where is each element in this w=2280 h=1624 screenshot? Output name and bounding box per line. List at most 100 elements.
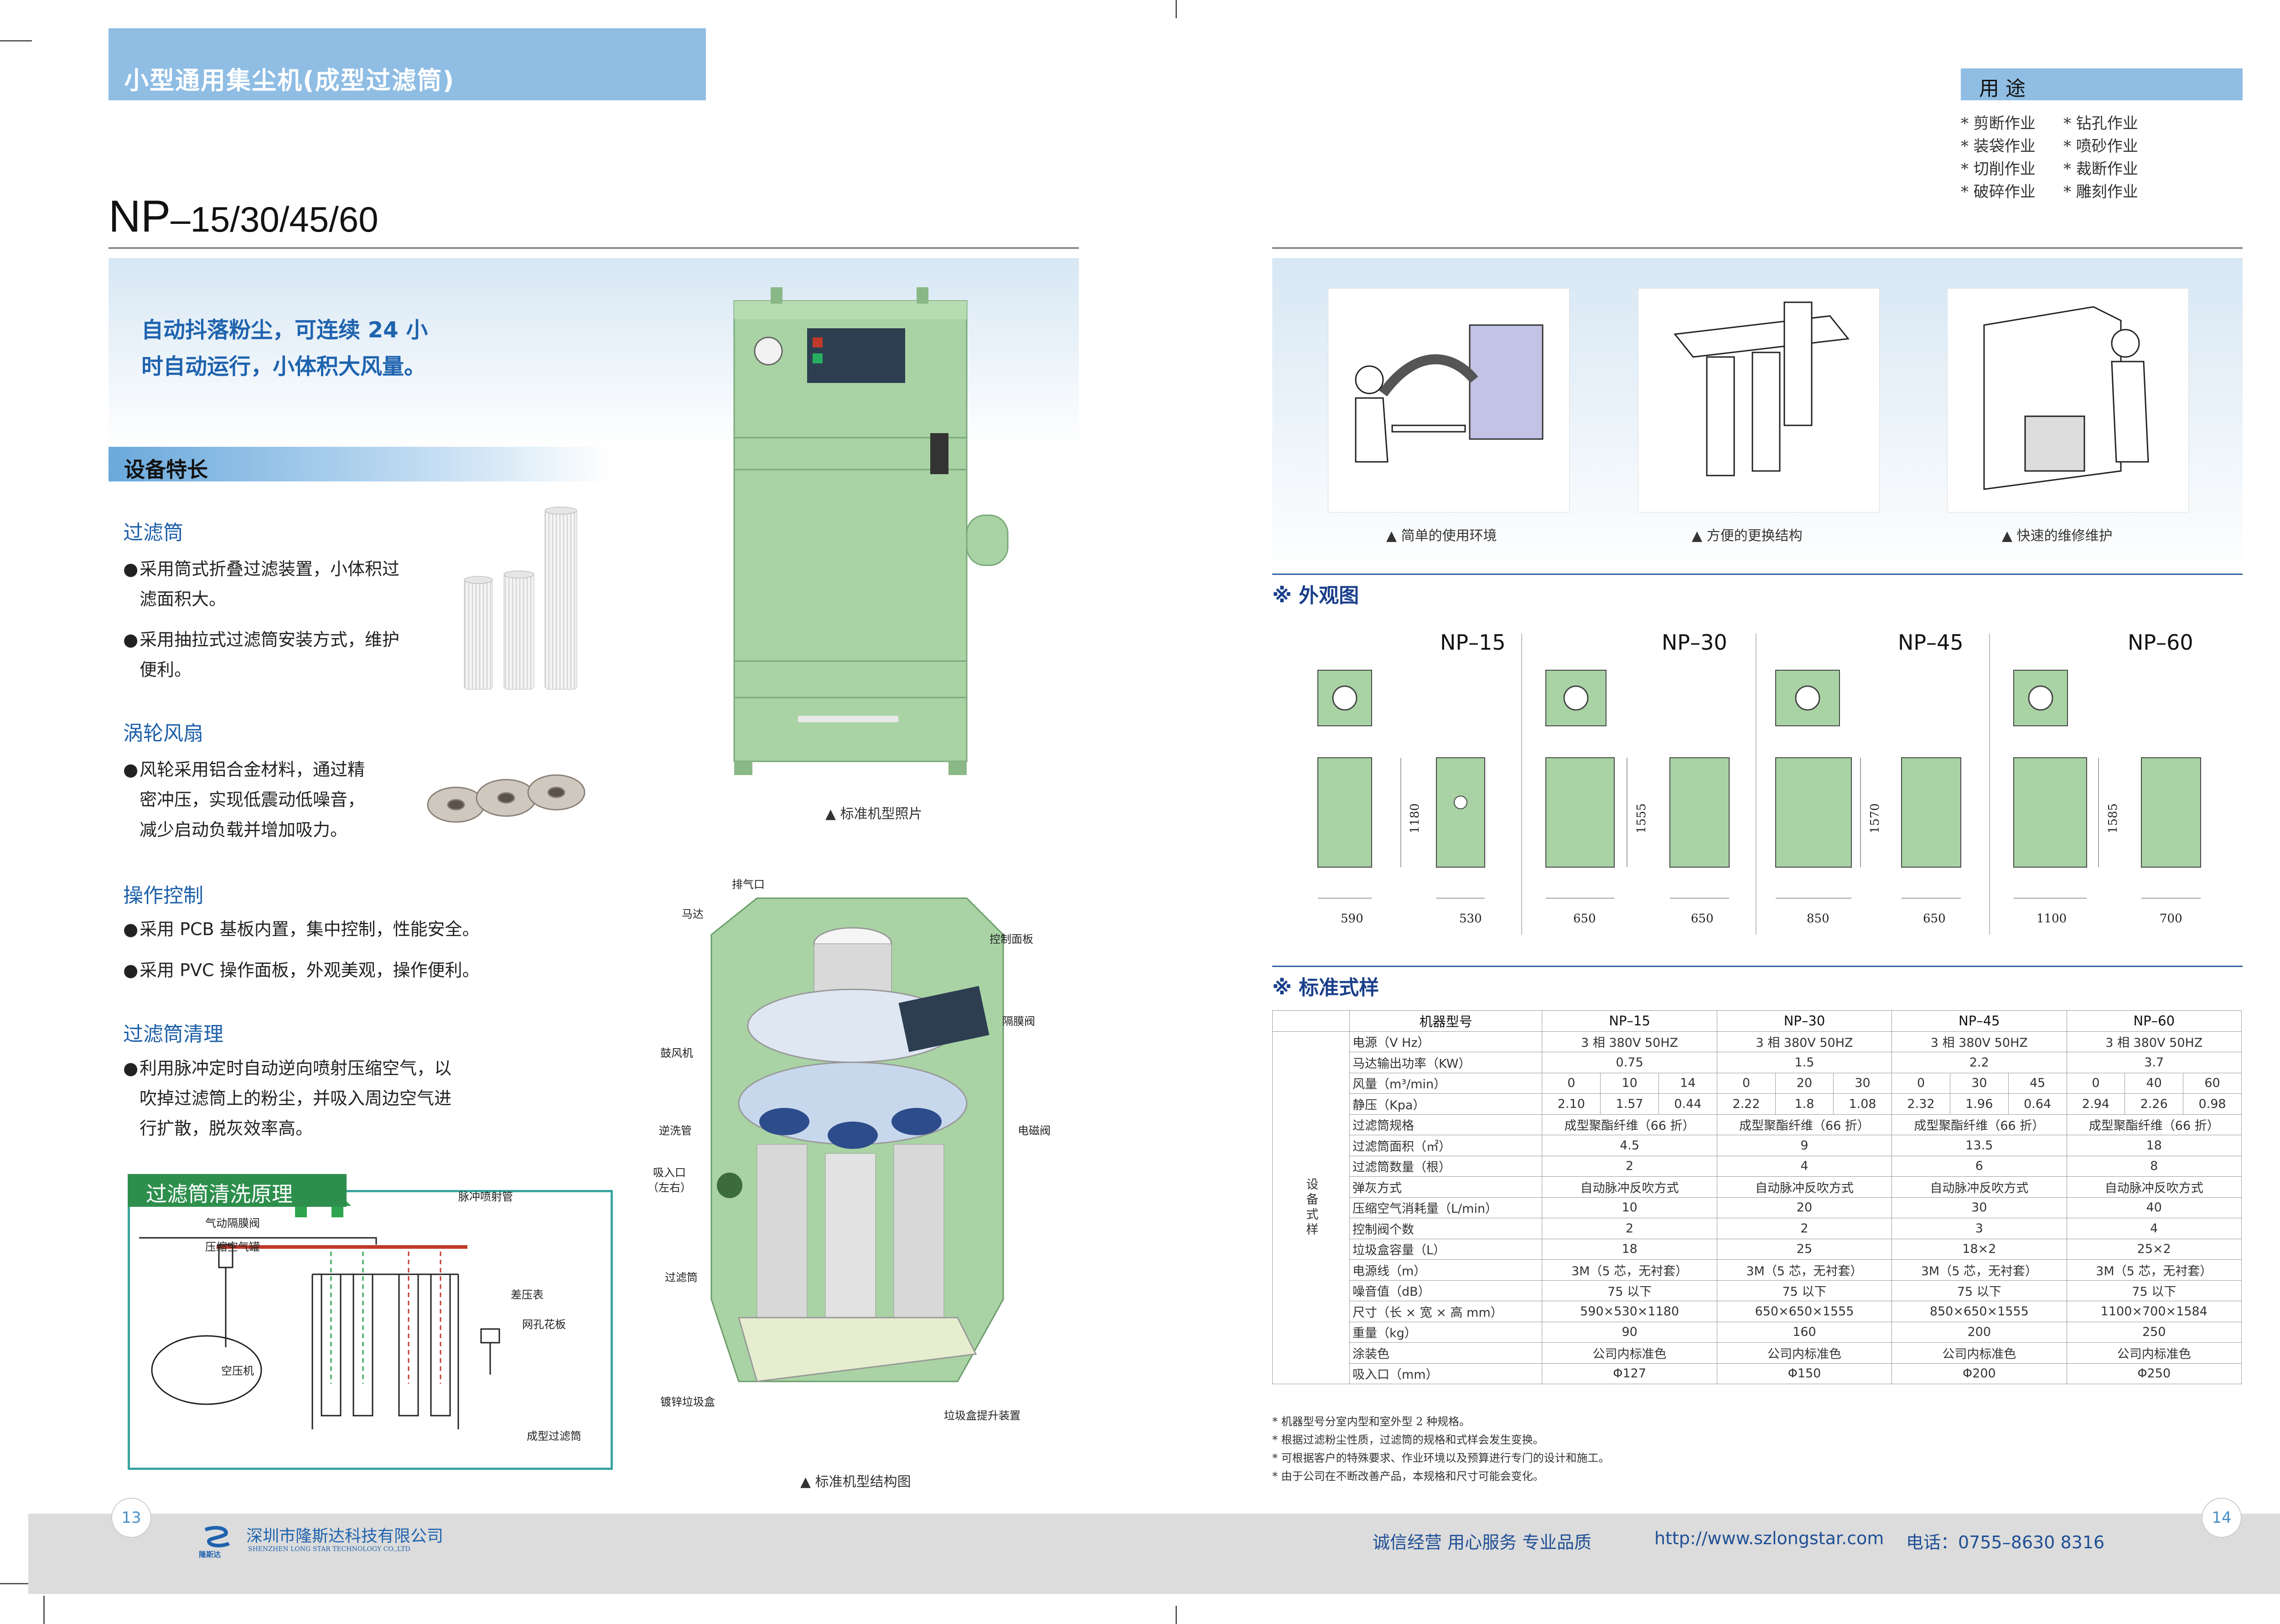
spec-cell: 3 相 380V 50HZ <box>1542 1031 1717 1052</box>
structure-caption: ▲ 标准机型结构图 <box>800 1474 911 1490</box>
label-compressor: 空压机 <box>221 1365 254 1377</box>
spec-row-label: 控制阀个数 <box>1349 1218 1543 1239</box>
model-prefix: NP <box>109 191 171 241</box>
spec-row-label: 噪音值（dB） <box>1349 1280 1543 1301</box>
spec-cell: 2 <box>1542 1155 1717 1177</box>
filter-bullet-2: ● 采用抽拉式过滤筒安装方式，维护便利。 <box>123 625 451 685</box>
spec-cell: 自动脉冲反吹方式 <box>2066 1176 2242 1198</box>
spec-row-label: 静压（Kpa） <box>1349 1093 1543 1115</box>
filter-b1a: 采用筒式折叠过滤装置，小体积过 <box>140 559 400 579</box>
spec-side-label: 设备式样 <box>1272 1031 1350 1384</box>
spec-cell: 90 <box>1542 1321 1717 1343</box>
use-item: * 剪断作业 <box>1961 114 2036 133</box>
spec-row-label: 吸入口（mm） <box>1349 1363 1543 1384</box>
spec-cell: 2.10 <box>1542 1093 1601 1115</box>
crop-mark <box>43 1596 45 1624</box>
maintenance-drawing <box>1983 306 2149 490</box>
spec-title: ※ 标准式样 <box>1272 976 1379 999</box>
slogan-line-1: 自动抖落粉尘，可连续 24 小 <box>141 317 428 343</box>
spec-cell: Φ200 <box>1891 1363 2067 1384</box>
spec-cell: 0 <box>1716 1072 1776 1094</box>
spec-cell: 3 <box>1891 1218 2067 1239</box>
uses-col-2: * 钻孔作业 * 喷砂作业 * 裁断作业 * 雕刻作业 <box>2063 112 2138 203</box>
use-item: * 雕刻作业 <box>2063 183 2138 201</box>
model-title: NP–15/30/45/60 <box>109 191 378 242</box>
label-diaphragm: 隔膜阀 <box>1002 1015 1035 1028</box>
spec-row-label: 过滤筒规格 <box>1349 1114 1543 1135</box>
label-panel: 控制面板 <box>990 933 1033 946</box>
structure-diagram <box>710 897 1004 1382</box>
use-item: * 破碎作业 <box>1961 183 2036 201</box>
control-bullet-2: ●采用 PVC 操作面板，外观美观，操作便利。 <box>123 955 579 985</box>
spec-cell: Φ150 <box>1716 1363 1892 1384</box>
spec-cell: 160 <box>1716 1321 1892 1343</box>
spec-row: 弹灰方式自动脉冲反吹方式自动脉冲反吹方式自动脉冲反吹方式自动脉冲反吹方式 <box>1273 1176 2242 1198</box>
clean-b1a: 利用脉冲定时自动逆向喷射压缩空气，以 <box>140 1058 452 1078</box>
spec-cell: 成型聚酯纤维（66 折） <box>1891 1114 2067 1135</box>
filter-heading: 过滤筒 <box>123 521 183 544</box>
spec-cell: 3M（5 芯，无衬套） <box>1891 1259 2067 1281</box>
features-header: 设备特长 <box>109 447 610 482</box>
logo-text: 隆斯达 <box>199 1550 221 1559</box>
footer-band <box>28 1514 2280 1594</box>
spec-header-label: 机器型号 <box>1349 1010 1543 1032</box>
width-dim: 650 <box>1573 912 1596 926</box>
photo-caption-1: ▲ 简单的使用环境 <box>1386 528 1497 544</box>
spec-cell: 40 <box>2066 1197 2242 1218</box>
spec-row-label: 马达输出功率（KW） <box>1349 1052 1543 1073</box>
label-pulse-pipe: 脉冲喷射管 <box>458 1190 513 1203</box>
width-dim: 590 <box>1341 912 1363 926</box>
use-item: * 裁断作业 <box>2063 160 2138 178</box>
spec-cell: 75 以下 <box>2066 1280 2242 1301</box>
use-item: * 装袋作业 <box>1961 137 2036 155</box>
spec-row-label: 重量（kg） <box>1349 1321 1543 1343</box>
website-link[interactable]: http://www.szlongstar.com <box>1654 1528 1884 1548</box>
bullet-dot: ● <box>123 960 139 980</box>
spec-cell: 18 <box>1542 1238 1717 1260</box>
page-title: 小型通用集尘机(成型过滤筒) <box>124 66 455 95</box>
spec-cell: 20 <box>1716 1197 1892 1218</box>
model-label: NP–30 <box>1662 630 1727 655</box>
depth-dim: 650 <box>1923 912 1946 926</box>
photo-caption-2: ▲ 方便的更换结构 <box>1692 528 1803 544</box>
spec-cell: 0.44 <box>1658 1093 1717 1115</box>
spec-cell: 3 相 380V 50HZ <box>2066 1031 2242 1052</box>
use-item: * 钻孔作业 <box>2063 114 2138 133</box>
spec-cell: 自动脉冲反吹方式 <box>1716 1176 1892 1198</box>
spec-header-model: NP–60 <box>2066 1010 2242 1032</box>
replacement-photo <box>1638 288 1880 512</box>
spec-row-label: 弹灰方式 <box>1349 1176 1543 1198</box>
spec-cell: 公司内标准色 <box>1716 1342 1892 1364</box>
spec-cell: 25 <box>1716 1238 1892 1260</box>
spec-header-model: NP–15 <box>1542 1010 1717 1032</box>
spec-rule <box>1272 966 2243 967</box>
appearance-rule <box>1272 574 2243 575</box>
right-rule <box>1272 247 2243 249</box>
spec-cell: 9 <box>1716 1135 1892 1156</box>
spec-cell: 25×2 <box>2066 1238 2242 1260</box>
appearance-title: ※ 外观图 <box>1272 584 1359 607</box>
spec-cell: 6 <box>1891 1155 2067 1177</box>
spec-cell: 200 <box>1891 1321 2067 1343</box>
note: * 机器型号分室内型和室外型 2 种规格。 <box>1272 1415 1471 1428</box>
label-solenoid: 电磁阀 <box>1018 1124 1051 1137</box>
depth-dim: 530 <box>1459 912 1482 926</box>
label-gauge: 差压表 <box>511 1288 544 1301</box>
turbo-fan-image <box>427 774 586 823</box>
spec-row: 过滤筒规格成型聚酯纤维（66 折）成型聚酯纤维（66 折）成型聚酯纤维（66 折… <box>1273 1114 2242 1135</box>
model-label: NP–60 <box>2128 630 2193 655</box>
spec-cell: 1.5 <box>1716 1052 1892 1073</box>
spec-row: 涂装色公司内标准色公司内标准色公司内标准色公司内标准色 <box>1273 1342 2242 1364</box>
label-blower: 鼓风机 <box>660 1047 693 1060</box>
filter-cartridges-image <box>464 507 577 690</box>
depth-dim: 700 <box>2160 912 2182 926</box>
fan-bullet-text: 风轮采用铝合金材料，通过精密冲压，实现低震动低噪音，减少启动负载并增加吸力。 <box>140 755 365 845</box>
spec-cell: Φ250 <box>2066 1363 2242 1384</box>
spec-cell: 3 相 380V 50HZ <box>1891 1031 2067 1052</box>
